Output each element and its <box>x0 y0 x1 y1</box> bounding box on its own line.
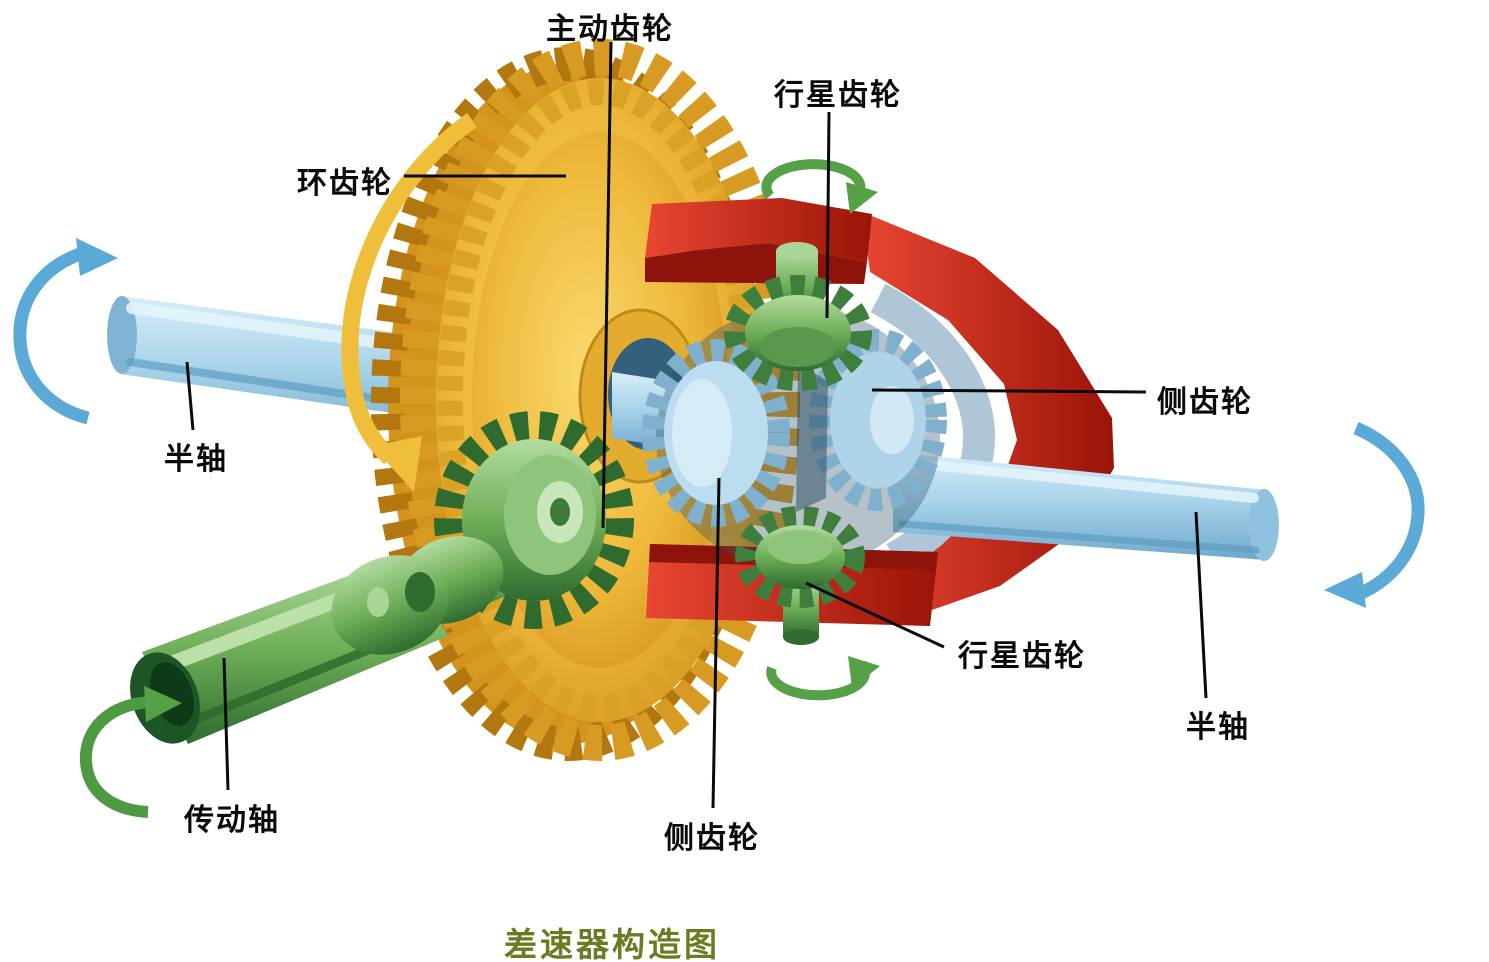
leader-axle-left <box>185 361 195 431</box>
leader-planet-top <box>825 111 831 319</box>
right-axle-rotation-arrow <box>1324 422 1425 608</box>
rotation-arrows <box>13 113 1425 818</box>
label-ring-gear: 环齿轮 <box>297 166 393 201</box>
label-planet-gear-bottom: 行星齿轮 <box>958 639 1086 674</box>
left-axle-rotation-arrow <box>13 238 118 425</box>
side-gear-left <box>642 339 790 527</box>
leader-side-gear-right <box>871 388 1147 394</box>
leader-side-gear-bottom <box>711 477 721 809</box>
label-side-gear-right: 侧齿轮 <box>1157 385 1253 420</box>
leader-lines <box>185 41 1208 809</box>
leader-drive-pinion <box>601 41 613 529</box>
label-drive-pinion: 主动齿轮 <box>546 12 674 47</box>
label-side-gear-bottom: 侧齿轮 <box>664 821 760 856</box>
universal-joint <box>331 536 504 655</box>
label-drive-shaft: 传动轴 <box>184 803 280 838</box>
axle-shaft-right <box>893 452 1279 561</box>
drive-shaft-rotation-arrow <box>79 686 182 818</box>
leader-drive-shaft <box>222 657 230 791</box>
diagram-title: 差速器构造图 <box>504 925 720 962</box>
leader-axle-right <box>1194 511 1208 699</box>
planet-gear-top <box>724 242 872 391</box>
ring-gear-rotation-arrow <box>341 113 477 492</box>
leader-planet-bottom <box>805 581 945 649</box>
label-axle-shaft-right: 半轴 <box>1186 710 1250 745</box>
planet-gear-bottom <box>735 506 865 645</box>
planet-bottom-rotation-arrow <box>766 656 880 701</box>
label-axle-shaft-left: 半轴 <box>164 442 228 477</box>
label-planet-gear-top: 行星齿轮 <box>774 78 902 113</box>
planet-top-rotation-arrow <box>761 159 878 214</box>
internal-gears <box>642 242 947 645</box>
